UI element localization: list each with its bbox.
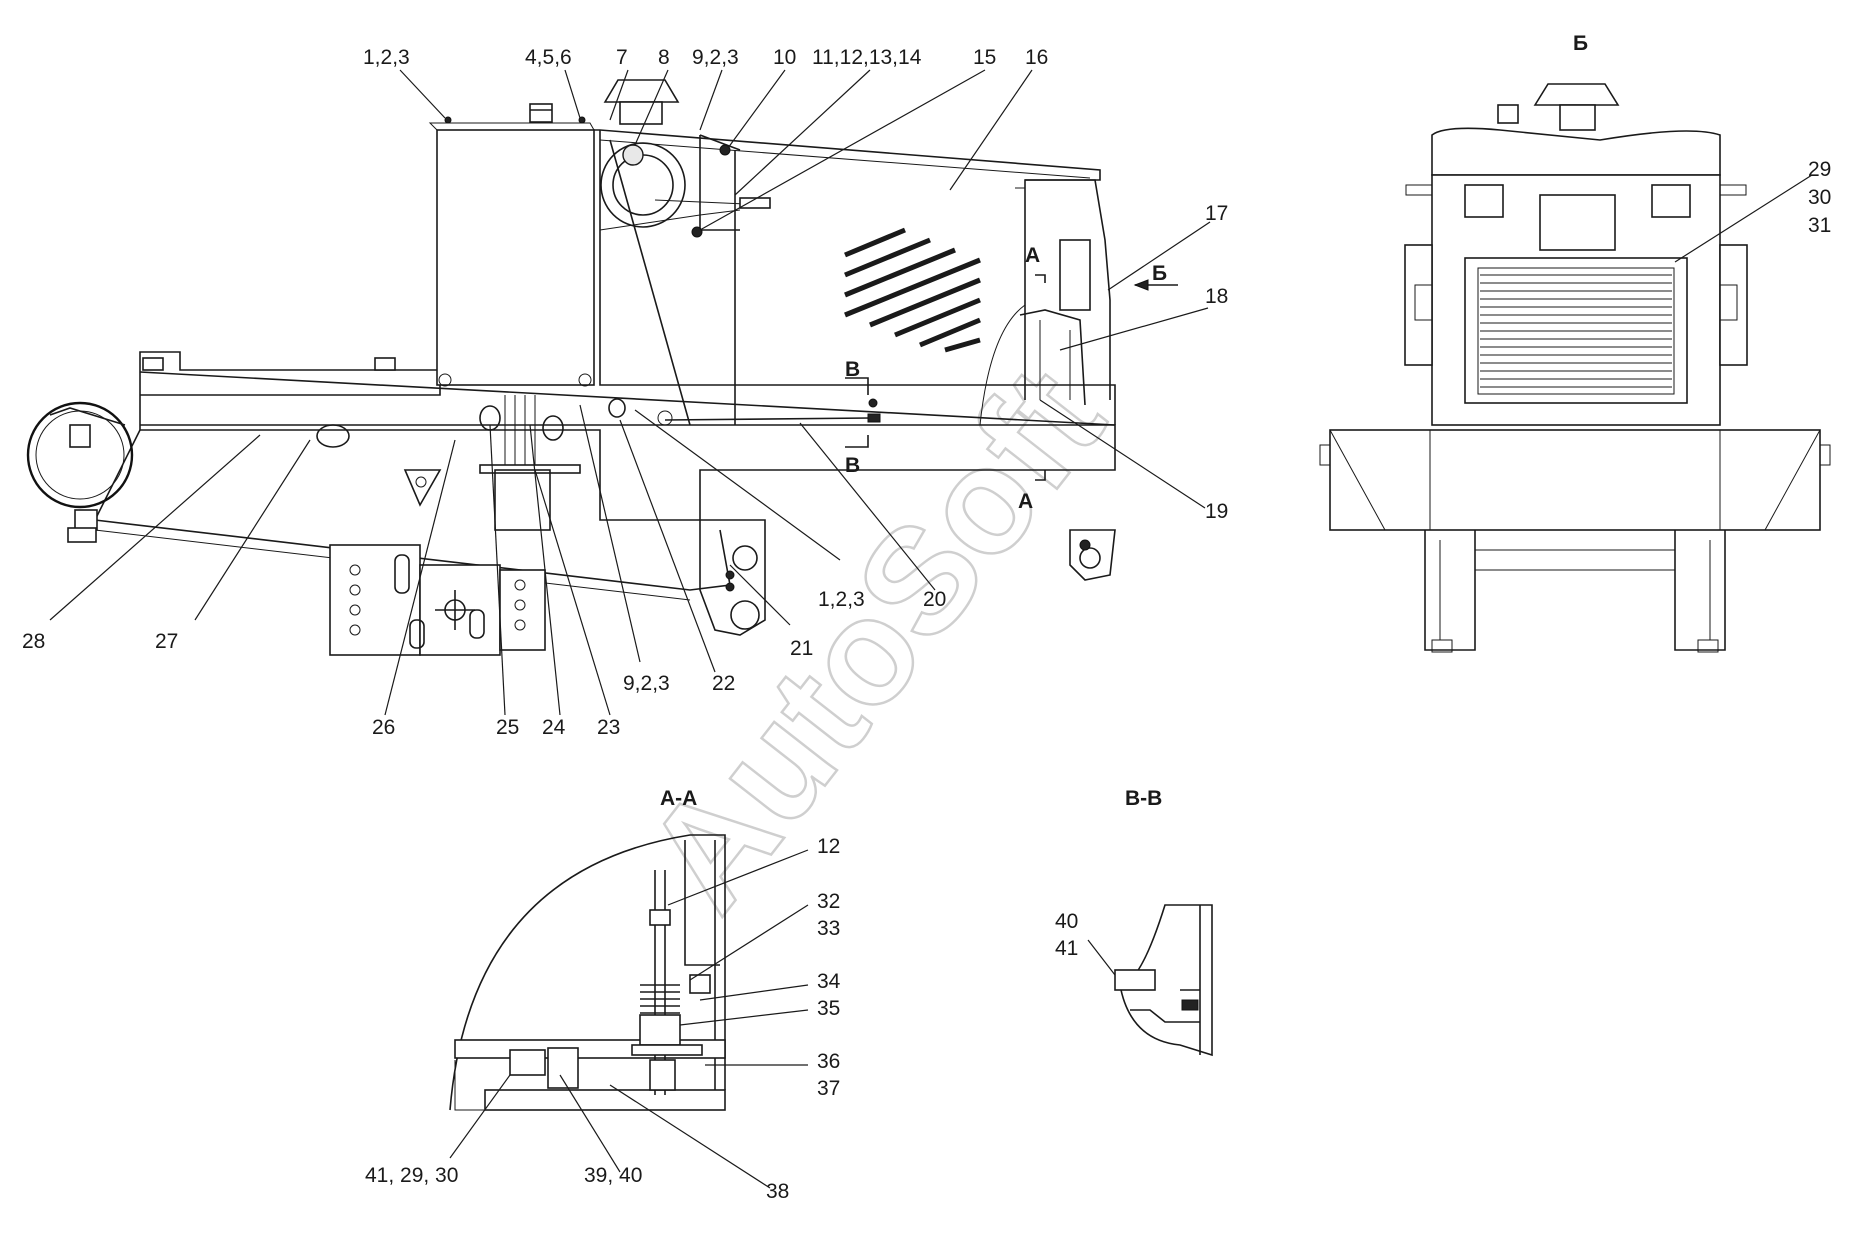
- callout: 7: [616, 46, 628, 69]
- callout: 26: [372, 716, 395, 739]
- front-view-b: Б: [1319, 32, 1831, 653]
- callout: 33: [817, 917, 840, 940]
- callout: 34: [817, 970, 841, 993]
- callout: 38: [766, 1180, 789, 1203]
- exhaust-cap: [603, 79, 680, 103]
- radiator-fins: [1480, 274, 1672, 388]
- section-vv-title: В-В: [1125, 787, 1162, 810]
- callout: 39, 40: [584, 1164, 642, 1187]
- section-vv: В-В: [1087, 787, 1213, 1057]
- view-b-title: Б: [1573, 32, 1588, 55]
- callout: 4,5,6: [525, 46, 572, 69]
- callout: 41, 29, 30: [365, 1164, 458, 1187]
- fan-pulley: [600, 142, 686, 228]
- callout: 9,2,3: [623, 672, 670, 695]
- mark-v-bottom: В: [845, 454, 860, 477]
- callout: 40: [1055, 910, 1078, 933]
- callout-labels: 1,2,3 4,5,6 7 8 9,2,3 10 11,12,13,14 15 …: [22, 46, 1831, 1203]
- mark-v-top: В: [845, 358, 860, 381]
- spring: [640, 984, 680, 1014]
- callout: 23: [597, 716, 620, 739]
- callout: 19: [1205, 500, 1228, 523]
- mark-a-top: А: [1025, 244, 1040, 267]
- callout: 16: [1025, 46, 1048, 69]
- callout: 37: [817, 1077, 840, 1100]
- callout: 25: [496, 716, 519, 739]
- control-box: [436, 129, 595, 386]
- rear-bracket: [699, 519, 766, 636]
- callout: 32: [817, 890, 840, 913]
- callout: 31: [1808, 214, 1831, 237]
- section-aa-leaders: [449, 849, 809, 1189]
- section-aa: А-А: [449, 787, 809, 1189]
- callout: 1,2,3: [363, 46, 410, 69]
- callout: 18: [1205, 285, 1228, 308]
- callout: 1,2,3: [818, 588, 865, 611]
- callout: 8: [658, 46, 670, 69]
- callout: 41: [1055, 937, 1078, 960]
- watermark: AutoSoft: [613, 337, 1135, 939]
- mark-b-arrow: Б: [1152, 262, 1167, 285]
- callout: 36: [817, 1050, 840, 1073]
- front-cover: [139, 351, 441, 396]
- callout: 22: [712, 672, 735, 695]
- callout: 11,12,13,14: [812, 46, 922, 69]
- callout: 15: [973, 46, 996, 69]
- callout: 24: [542, 716, 566, 739]
- callout: 27: [155, 630, 178, 653]
- callout: 17: [1205, 202, 1228, 225]
- callout: 30: [1808, 186, 1831, 209]
- mark-a-bottom: А: [1018, 490, 1033, 513]
- callout: 21: [790, 637, 813, 660]
- callout: 35: [817, 997, 840, 1020]
- callout: 10: [773, 46, 796, 69]
- grille-hatching: [844, 227, 981, 353]
- callout: 20: [923, 588, 946, 611]
- callout: 28: [22, 630, 45, 653]
- callout: 9,2,3: [692, 46, 739, 69]
- side-view: А А В В Б: [26, 69, 1211, 716]
- callout: 29: [1808, 158, 1831, 181]
- front-ring: [26, 401, 134, 509]
- callout: 12: [817, 835, 840, 858]
- leader-lines: [49, 69, 1211, 716]
- mount-plate: [329, 544, 421, 656]
- section-aa-title: А-А: [660, 787, 697, 810]
